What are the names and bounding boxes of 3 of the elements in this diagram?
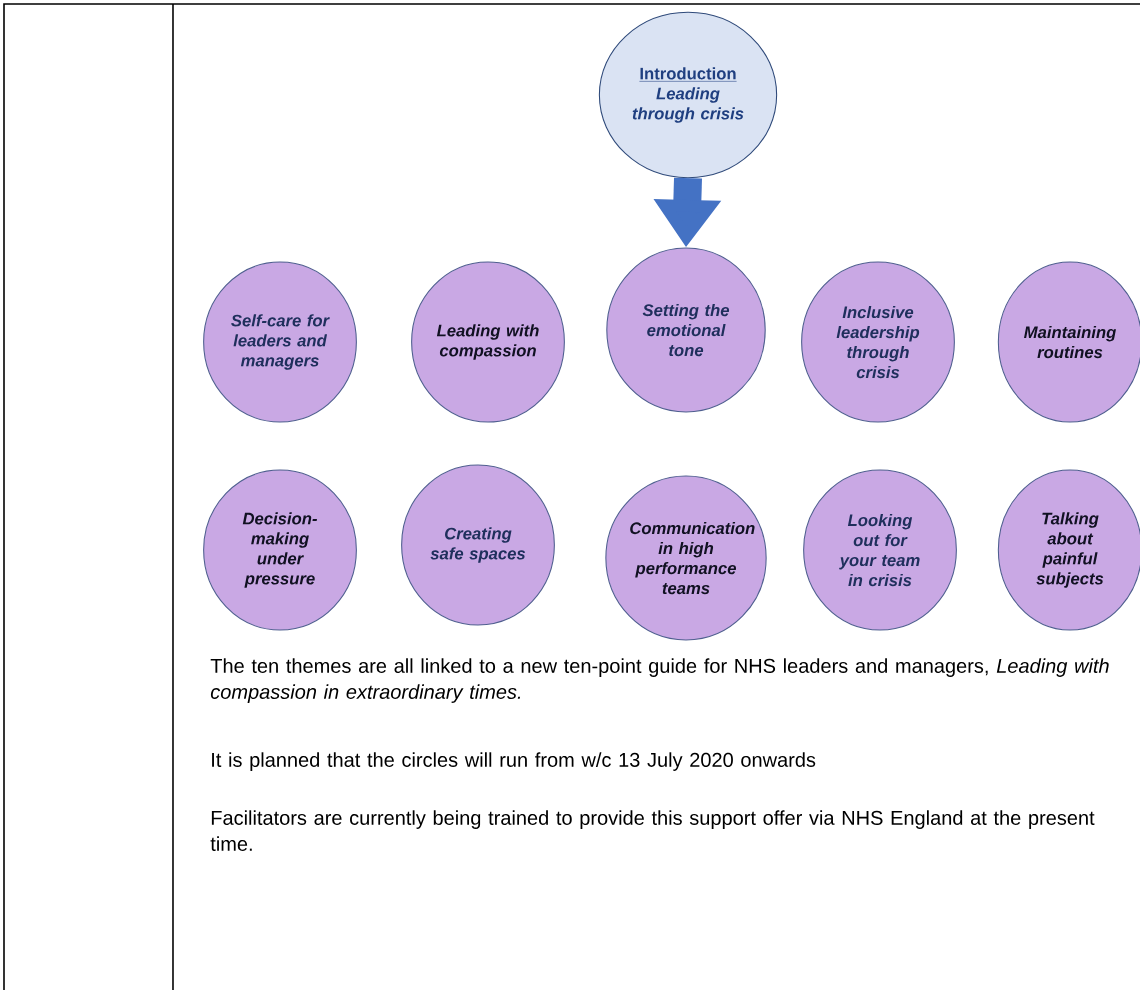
paragraph: It is planned that the circles will run from w/c 13 July 2020 onwards	[212, 752, 816, 771]
paragraph: Facilitators are currently being trained to provide this support offer via NHS England at the present time.	[210, 810, 1095, 851]
paragraph: The ten themes are all linked to a new ten-point guide for NHS leaders and managers, Leading with compassion in extraordinary times.	[210, 658, 1109, 703]
